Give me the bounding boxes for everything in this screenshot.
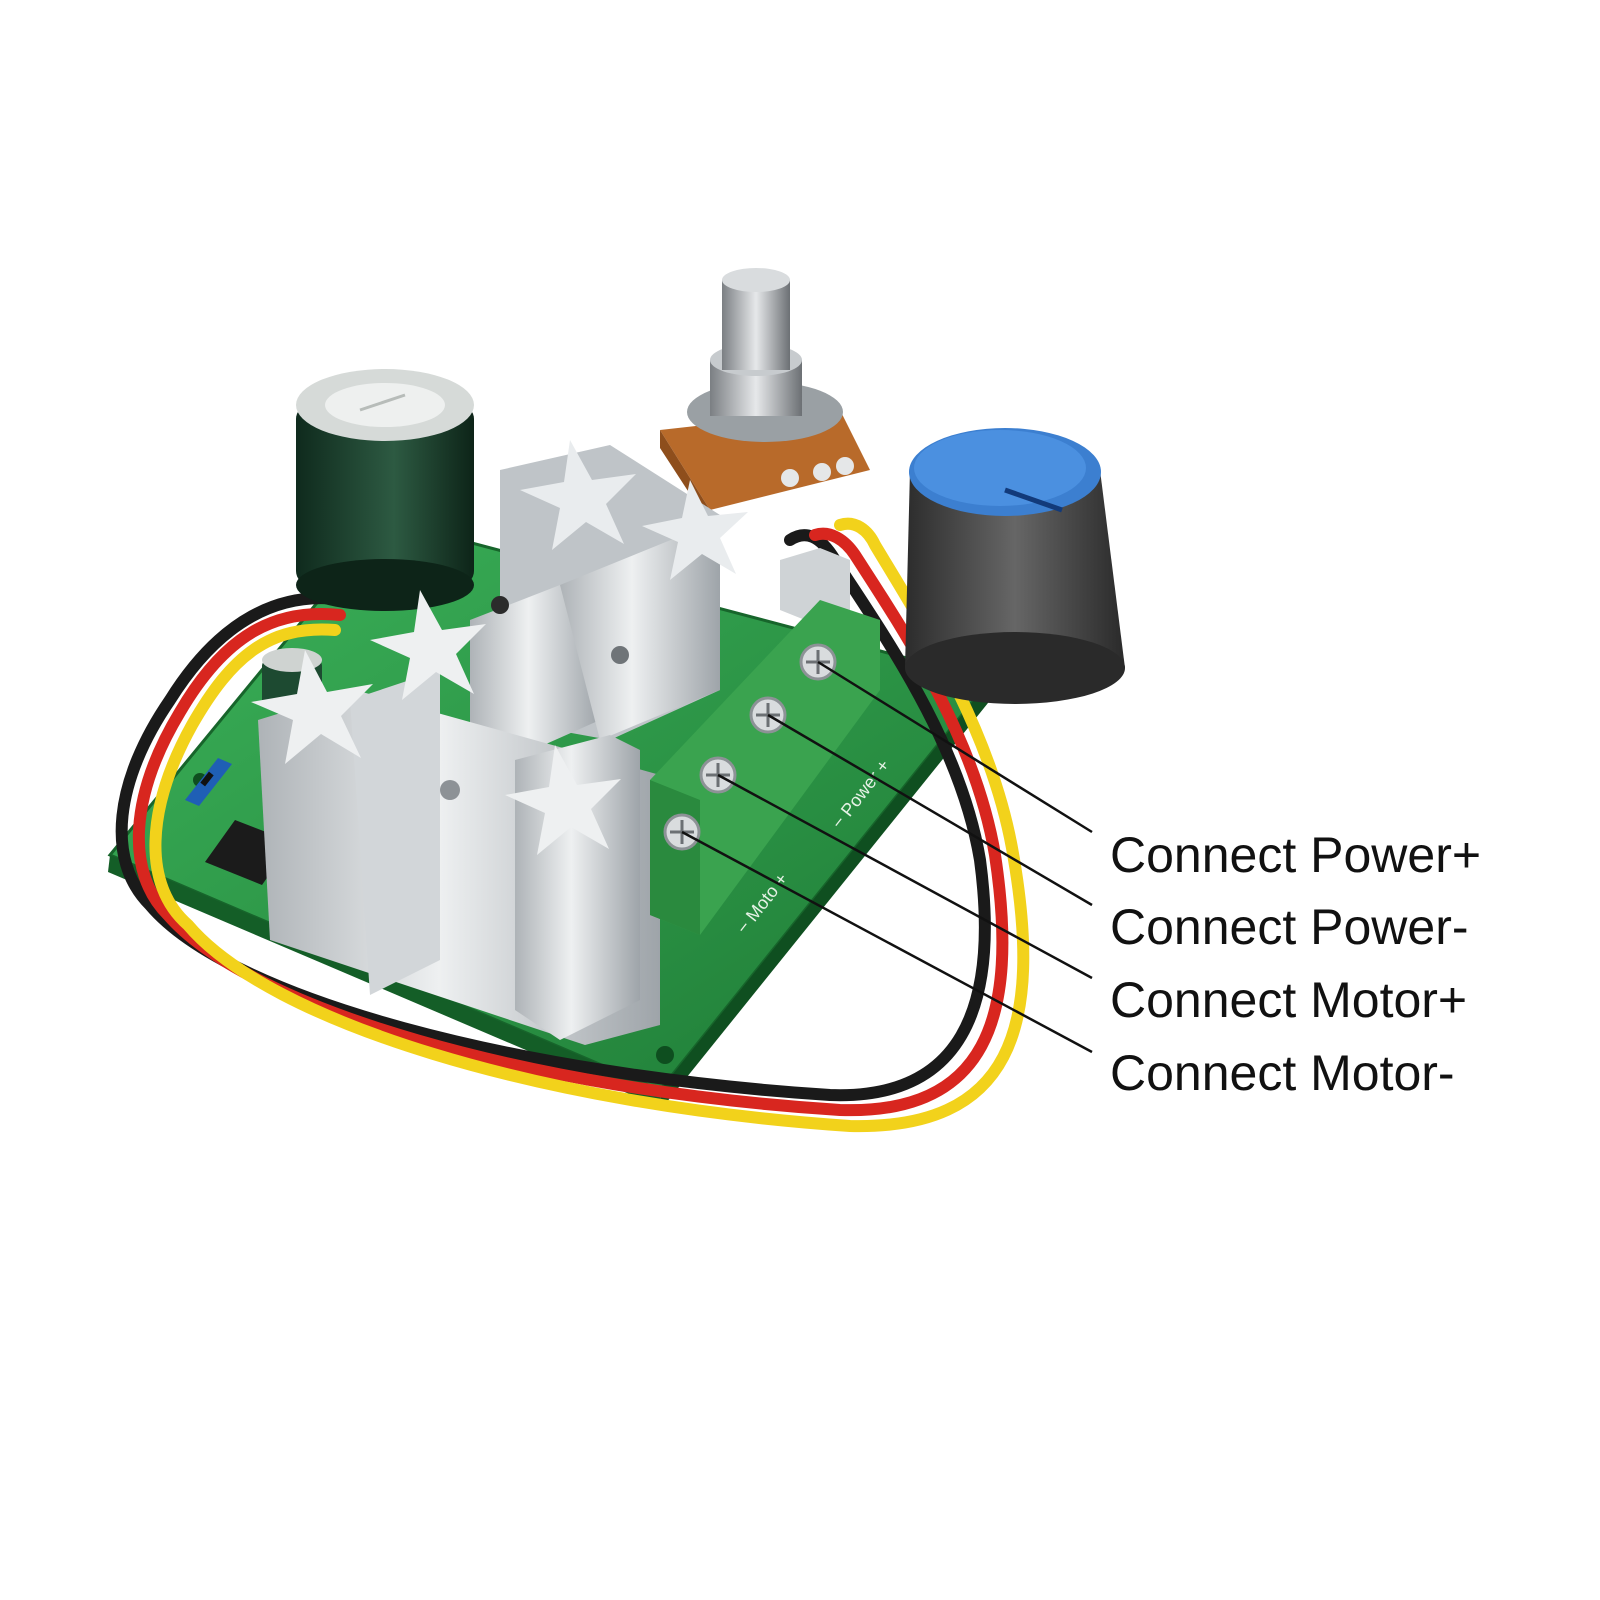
knob-icon: [905, 428, 1125, 704]
leader-motor-plus: [717, 773, 1093, 980]
leader-power-plus: [817, 660, 1093, 834]
potentiometer-icon: [660, 268, 870, 528]
mounting-hole: [656, 1046, 674, 1064]
heatsink-front: [251, 590, 660, 1045]
capacitor-icon: [296, 369, 474, 611]
potentiometer-shaft: [722, 280, 790, 370]
leader-motor-minus: [681, 830, 1093, 1054]
heatsink-icon: [470, 440, 748, 760]
callout-connect-power-plus: Connect Power+: [1110, 827, 1482, 883]
callout-connect-motor-minus: Connect Motor-: [1110, 1045, 1455, 1101]
callout-connect-motor-plus: Connect Motor+: [1110, 972, 1468, 1028]
leader-power-minus: [767, 713, 1093, 907]
black-wire: [115, 529, 991, 1102]
callout-leaders: [681, 660, 1093, 1054]
callout-connect-power-minus: Connect Power-: [1110, 899, 1469, 955]
transistor: [780, 548, 850, 622]
diode: [185, 758, 232, 806]
